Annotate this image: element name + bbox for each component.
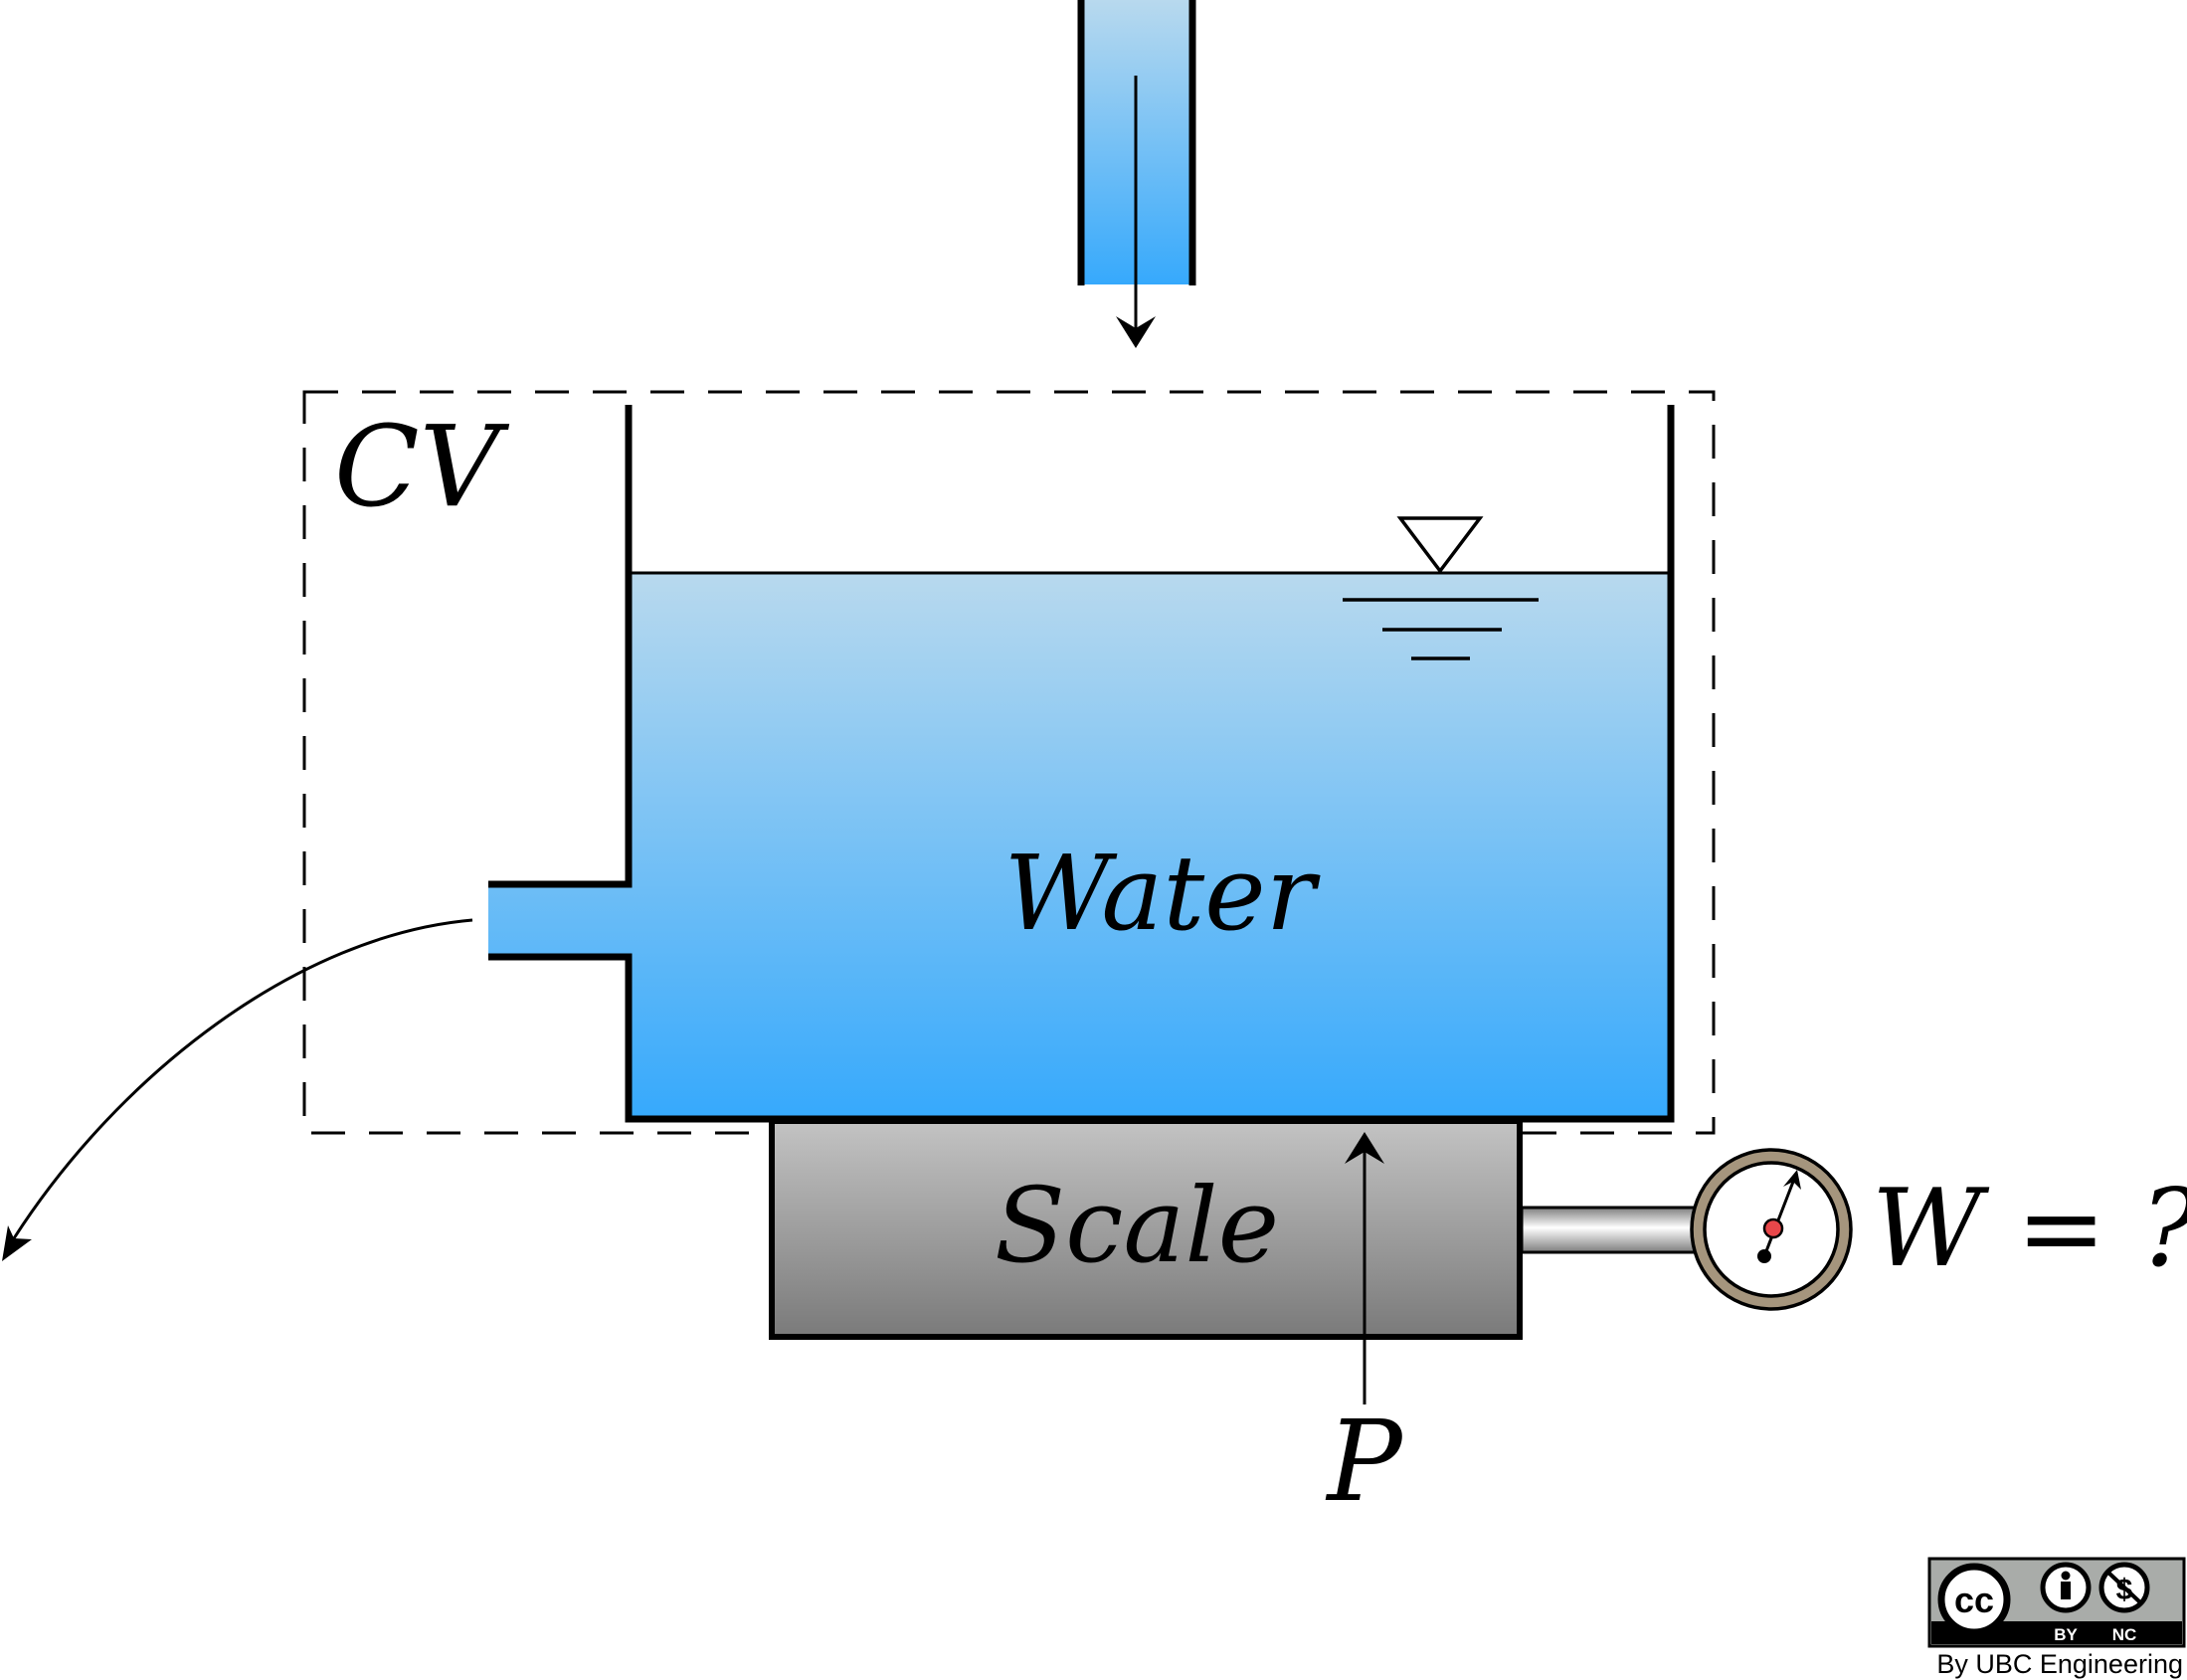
- water-label: Water: [1004, 833, 1321, 954]
- inflow-arrow: [1116, 76, 1156, 348]
- water-body: [488, 573, 1671, 1119]
- force-p-label: P: [1325, 1398, 1403, 1527]
- scale-body: [769, 1118, 1523, 1340]
- gauge-rod: [1520, 1206, 1698, 1254]
- cv-label: CV: [334, 403, 510, 532]
- tank-wall: [488, 405, 1675, 1123]
- free-surface-icon: [1343, 516, 1539, 660]
- cc-logo-text: cc: [1954, 1580, 1994, 1620]
- outflow-arrow: [2, 918, 473, 1261]
- dial-gauge-icon: [1690, 1148, 1853, 1311]
- weight-unknown-label: W = ?: [1872, 1167, 2187, 1291]
- credit-text: By UBC Engineering: [1936, 1649, 2183, 1679]
- reaction-force-arrow: [1345, 1132, 1384, 1404]
- by-label: BY: [2054, 1625, 2078, 1644]
- nc-label: NC: [2112, 1625, 2137, 1644]
- scale-label: Scale: [995, 1165, 1279, 1286]
- cc-by-nc-icon: cc $ BY NC: [1927, 1557, 2186, 1648]
